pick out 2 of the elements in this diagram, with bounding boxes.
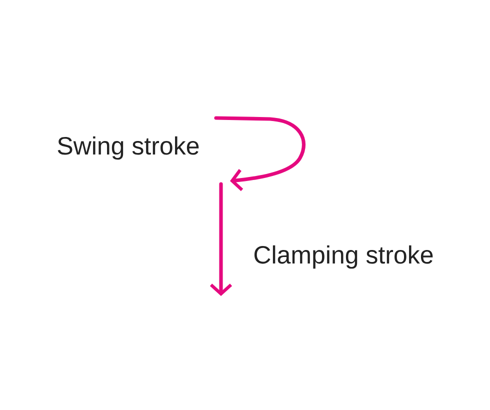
stroke-label: Swing stroke (58, 136, 199, 160)
stroke-label: Clamping stroke (254, 245, 433, 269)
